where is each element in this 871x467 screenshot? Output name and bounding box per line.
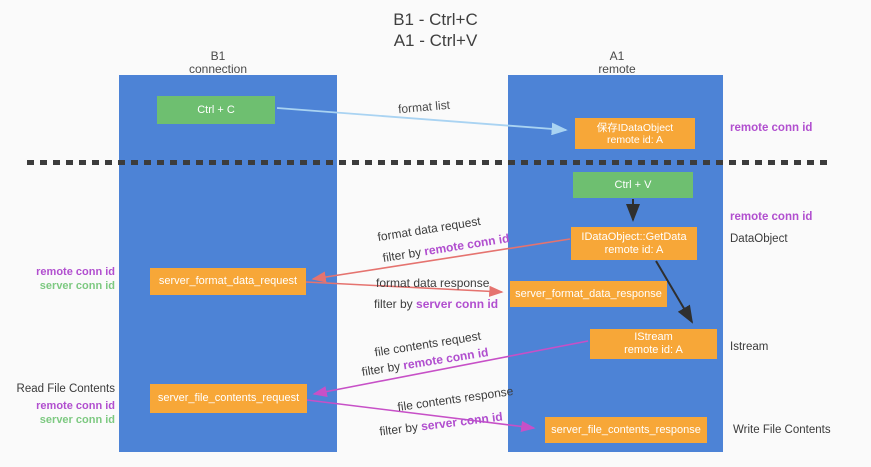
lifeline-b1-role: connection — [188, 62, 248, 76]
dataobject-label: DataObject — [730, 233, 788, 245]
phase-divider-dashed-line — [27, 160, 832, 165]
getdata-to-istream-arrow — [655, 260, 694, 324]
lifeline-a1-role: remote — [598, 62, 636, 76]
save-dataobject-line2: remote id: A — [606, 133, 664, 146]
server-conn-id-text-1: server conn id — [416, 297, 499, 311]
server-file-contents-response-box: server_file_contents_response — [545, 417, 707, 443]
file-contents-request-arrow — [312, 340, 589, 398]
getdata-line2: remote id: A — [604, 243, 664, 256]
idataobject-getdata-box: IDataObject::GetData remote id: A — [571, 227, 697, 260]
left-server-conn-id-label-2: server conn id — [39, 414, 115, 426]
getdata-line1: IDataObject::GetData — [581, 230, 687, 243]
server-format-data-request-label: server_format_data_request — [158, 275, 298, 287]
right-remote-conn-id-label-1: remote conn id — [730, 122, 813, 134]
lifeline-header-b1: B1 connection — [158, 50, 278, 76]
right-remote-conn-id-label-2: remote conn id — [730, 211, 813, 223]
save-dataobject-line1: 保存IDataObject — [596, 121, 674, 134]
title-line-1: B1 - Ctrl+C — [393, 10, 478, 29]
left-server-conn-id-label-1: server conn id — [39, 280, 115, 292]
title-line-2: A1 - Ctrl+V — [393, 31, 478, 50]
file-contents-response-arrow — [306, 399, 536, 432]
server-file-contents-response-label: server_file_contents_response — [551, 423, 701, 436]
ctrl-c-action-box: Ctrl + C — [157, 96, 275, 124]
format-data-response-arrow — [305, 281, 504, 297]
server-format-data-response-box: server_format_data_response — [510, 281, 667, 307]
filter-by-text-2: filter by — [374, 297, 417, 311]
lifeline-header-a1: A1 remote — [557, 50, 677, 76]
ctrl-v-label: Ctrl + V — [614, 178, 652, 191]
left-conn-id-stack-1: remote conn id server conn id — [25, 265, 115, 293]
server-file-contents-request-box: server_file_contents_request — [150, 384, 307, 413]
server-format-data-response-label: server_format_data_response — [515, 287, 662, 300]
left-remote-conn-id-label-1: remote conn id — [36, 266, 115, 278]
server-file-contents-request-label: server_file_contents_request — [157, 392, 300, 404]
format-data-response-label: format data response — [376, 276, 490, 290]
ctrl-c-label: Ctrl + C — [197, 103, 235, 116]
read-file-contents-label: Read File Contents — [16, 383, 115, 395]
istream-side-label: Istream — [730, 341, 769, 353]
write-file-contents-label: Write File Contents — [733, 424, 831, 436]
format-data-request-arrow — [311, 238, 571, 283]
lifeline-b1-name: B1 — [210, 49, 226, 63]
diagram-title: B1 - Ctrl+C A1 - Ctrl+V — [0, 9, 871, 51]
format-list-arrow — [276, 107, 568, 136]
left-conn-id-stack-2: remote conn id server conn id — [25, 399, 115, 427]
server-format-data-request-box: server_format_data_request — [150, 268, 306, 295]
istream-box: IStream remote id: A — [590, 329, 717, 359]
istream-line1: IStream — [634, 331, 673, 343]
filter-by-server-conn-id-label-1: filter by server conn id — [374, 297, 498, 311]
left-remote-conn-id-label-2: remote conn id — [36, 400, 115, 412]
istream-line2: remote id: A — [624, 344, 683, 356]
lifeline-a1-name: A1 — [609, 49, 625, 63]
ctrl-v-action-box: Ctrl + V — [573, 172, 693, 198]
save-dataobject-box: 保存IDataObject remote id: A — [575, 118, 695, 149]
